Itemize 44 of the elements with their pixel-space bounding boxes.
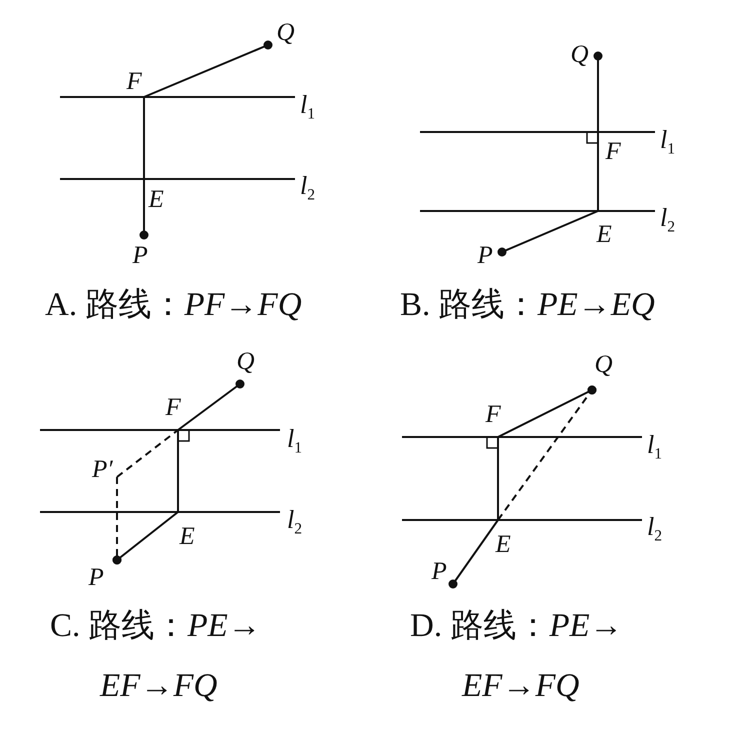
point-label: E <box>178 512 196 550</box>
point-label: E <box>496 520 512 558</box>
line-label: l$_{2}$ <box>660 204 676 238</box>
point-label: E <box>596 211 614 248</box>
point-label: P <box>132 235 150 269</box>
point-label: F <box>166 395 182 430</box>
dashed-segment <box>116 429 179 478</box>
line-segment <box>177 380 244 431</box>
line-segment <box>144 40 272 98</box>
line-segment <box>597 132 599 211</box>
line-label: l$_{1}$ <box>287 425 302 458</box>
point-label: Q <box>570 42 598 68</box>
point-label: P <box>88 560 117 591</box>
line-label: l$_{1}$ <box>647 431 662 464</box>
option-caption: EF→FQ <box>462 667 580 706</box>
line-segment <box>177 430 179 512</box>
line-label: l$_{2}$ <box>300 172 316 206</box>
option-caption: D. 路线：PE→ <box>410 607 623 646</box>
point-label: Q <box>268 20 294 46</box>
point-label: F <box>598 132 622 165</box>
option-caption: C. 路线：PE→ <box>50 607 261 646</box>
dashed-segment <box>112 477 122 564</box>
line-segment <box>498 210 598 256</box>
point-label: F <box>486 402 502 437</box>
option-caption: B. 路线：PE→EQ <box>400 286 655 325</box>
point-label: P <box>432 559 453 585</box>
line-segment <box>594 52 602 132</box>
line-label: l$_{2}$ <box>287 506 302 540</box>
option-caption: A. 路线：PF→FQ <box>45 286 302 325</box>
point-label: Q <box>236 349 254 384</box>
point-label: P <box>478 243 502 269</box>
line-label: l$_{1}$ <box>300 91 316 124</box>
line-segment <box>143 97 145 179</box>
point-label: Q <box>592 352 612 390</box>
point-label: F <box>126 69 144 97</box>
line-label: l$_{2}$ <box>647 513 662 546</box>
point-label: P′ <box>92 457 117 483</box>
point-label: E <box>144 179 166 213</box>
line-segment <box>140 179 148 240</box>
line-segment <box>497 437 499 520</box>
option-caption: EF→FQ <box>100 667 218 706</box>
line-segment <box>448 519 499 588</box>
line-label: l$_{1}$ <box>660 126 676 160</box>
dashed-segment <box>497 386 596 521</box>
